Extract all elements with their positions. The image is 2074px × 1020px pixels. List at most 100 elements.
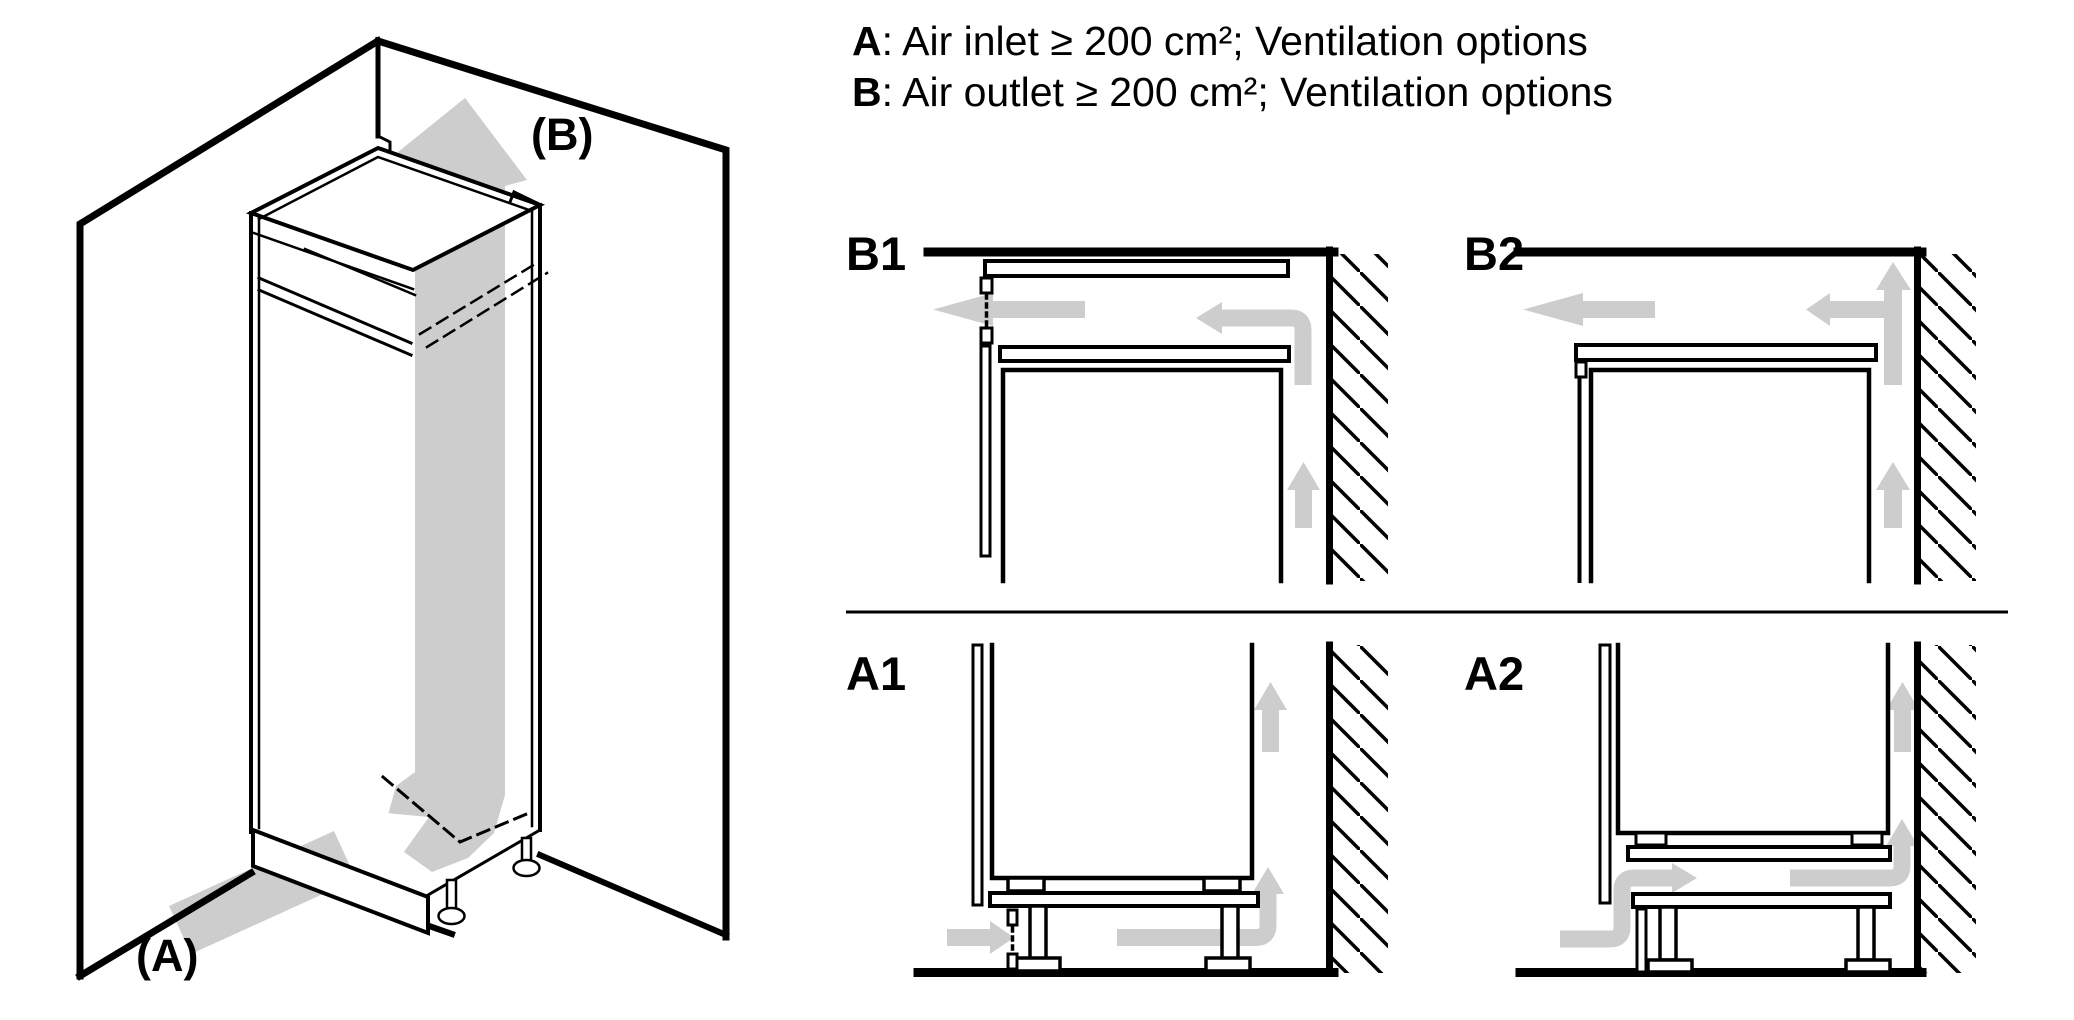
support-shelf xyxy=(1626,845,1892,862)
back-right-notch xyxy=(508,189,544,208)
leg-foot-pad xyxy=(1204,956,1252,973)
inlet-arrow-shaft xyxy=(947,929,990,946)
toe-board xyxy=(1635,907,1648,974)
gap-block-top xyxy=(1006,908,1019,927)
wall-hatching xyxy=(1333,645,1388,973)
ventilation-option-panels xyxy=(846,246,2008,977)
bent-arrow xyxy=(1790,846,1911,887)
left-wall-edge xyxy=(76,36,383,980)
panel-B1-airflow xyxy=(933,293,1320,528)
up-arrow-shaft xyxy=(1894,708,1911,752)
up-arrow-head xyxy=(1287,462,1320,490)
base-platform xyxy=(988,891,1260,908)
panel-B2-structure xyxy=(1513,246,1976,585)
right-wall-edge xyxy=(373,36,730,941)
left-arrow xyxy=(1523,293,1655,326)
s-bend-arrow xyxy=(1560,869,1672,948)
air-inlet-label: (A) xyxy=(136,930,199,981)
gap-block-bottom xyxy=(1006,952,1019,971)
appliance-foot xyxy=(1006,876,1046,893)
panel-A1-structure xyxy=(913,641,1388,977)
isometric-overview-diagram xyxy=(75,36,730,981)
panel-label-B2: B2 xyxy=(1464,227,1525,280)
panel-A2-structure xyxy=(1515,641,1976,977)
plinth-leg xyxy=(1220,904,1240,961)
legend-key-b: B xyxy=(852,69,882,115)
panel-A2-airflow xyxy=(1560,682,1919,948)
hidden-edge-bottom-dashed xyxy=(380,774,531,844)
branch-left-arrow-head xyxy=(1806,293,1830,326)
air-outlet-label: (B) xyxy=(531,109,594,160)
appliance-box xyxy=(1000,367,1284,584)
plinth-leg xyxy=(1028,904,1048,961)
furniture-door xyxy=(971,643,984,907)
panel-A2-diagram xyxy=(1515,641,1976,977)
wall-hatching xyxy=(1921,645,1976,973)
wall-up-arrow-head xyxy=(1876,262,1911,290)
gap-block-bottom xyxy=(979,326,994,345)
corner-notch xyxy=(375,133,392,154)
legend-line-air-inlet: A: Air inlet ≥ 200 cm²; Ventilation opti… xyxy=(852,16,1613,67)
outlet-arrow-head xyxy=(398,98,527,186)
appliance-box xyxy=(1615,642,1891,836)
foot-disc xyxy=(437,906,466,926)
cabinet-top-inner-edges xyxy=(257,155,534,221)
room-walls xyxy=(75,36,730,981)
panel-A1-diagram xyxy=(913,641,1388,977)
panel-B2-airflow xyxy=(1523,262,1911,528)
bent-arrow xyxy=(1222,309,1312,385)
bench-leg xyxy=(1658,905,1678,962)
panel-label-B1: B1 xyxy=(846,227,907,280)
vent-shelf-back-edge xyxy=(303,247,417,297)
furniture-top-panel xyxy=(1574,343,1878,362)
gap-block-top xyxy=(979,276,994,295)
panel-B2-diagram xyxy=(1513,246,1976,585)
appliance-box xyxy=(989,642,1255,881)
inlet-arrow-head xyxy=(990,921,1014,954)
outlet-arrow-bend xyxy=(388,750,505,872)
plinth-front-face xyxy=(251,827,430,936)
panel-B1-diagram xyxy=(923,246,1388,585)
legend-text-b: : Air outlet ≥ 200 cm²; Ventilation opti… xyxy=(881,69,1613,115)
panel-B1-structure xyxy=(923,246,1388,585)
bent-arrow-head xyxy=(1886,819,1918,846)
legend-text-a: : Air inlet ≥ 200 cm²; Ventilation optio… xyxy=(881,18,1588,64)
panel-A1-airflow xyxy=(947,682,1287,954)
panel-lip xyxy=(1574,360,1588,379)
hidden-edge-top-dashed xyxy=(418,259,549,349)
cover-strip xyxy=(983,259,1290,278)
leg-foot-pad xyxy=(1844,958,1892,974)
niche-cabinet xyxy=(245,133,549,936)
panel-label-A2: A2 xyxy=(1464,647,1525,700)
up-arrow-head xyxy=(1254,682,1287,710)
legend-line-air-outlet: B: Air outlet ≥ 200 cm²; Ventilation opt… xyxy=(852,67,1613,118)
left-arrow xyxy=(933,293,1085,326)
outlet-airflow-band xyxy=(388,98,527,872)
inlet-arrow-head xyxy=(323,807,429,903)
appliance-foot xyxy=(1202,876,1242,893)
legend-key-a: A xyxy=(852,18,882,64)
panel-label-A1: A1 xyxy=(846,647,907,700)
bent-arrow xyxy=(1117,894,1277,946)
appliance-box xyxy=(1588,367,1872,584)
appliance-foot xyxy=(1634,831,1668,847)
up-arrow-shaft xyxy=(1262,708,1279,752)
outlet-arrow-shaft xyxy=(415,184,505,754)
appliance-foot xyxy=(1850,831,1884,847)
legend: A: Air inlet ≥ 200 cm²; Ventilation opti… xyxy=(852,16,1613,118)
leg-foot-pad xyxy=(1014,956,1062,973)
leg-foot-pad xyxy=(1646,958,1694,974)
bench-leg xyxy=(1856,905,1876,962)
foot-disc xyxy=(512,858,541,878)
wall-hatching xyxy=(1333,254,1388,581)
furniture-door xyxy=(1598,643,1612,905)
appliance-feet xyxy=(437,836,541,926)
up-arrow-shaft xyxy=(1884,488,1902,528)
right-wall-floor-line xyxy=(536,851,730,939)
up-arrow-head xyxy=(1876,462,1910,490)
wall-hatching xyxy=(1921,254,1976,581)
branch-left-arrow-shaft xyxy=(1830,301,1893,318)
furniture-top-panel xyxy=(998,345,1291,363)
left-wall-floor-line xyxy=(75,868,256,981)
